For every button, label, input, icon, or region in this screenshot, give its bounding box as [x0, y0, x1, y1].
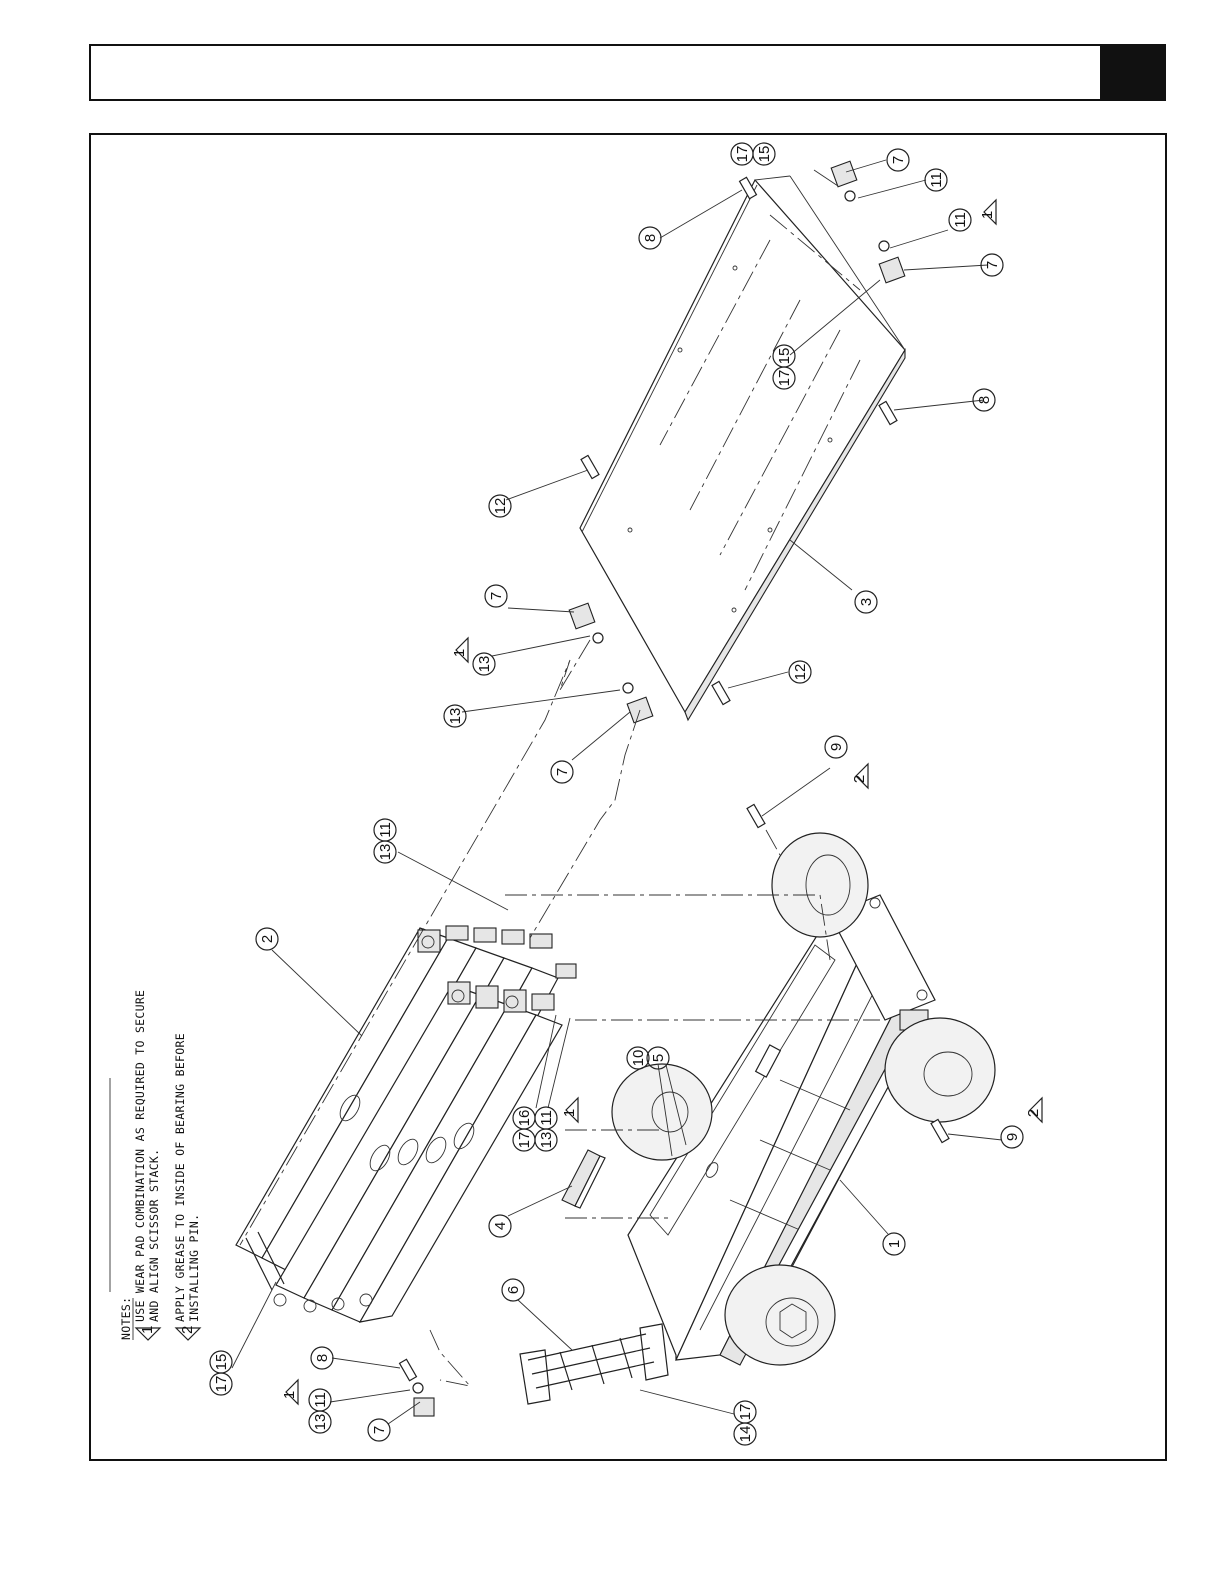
callout-balloon: 6 [502, 1279, 524, 1301]
svg-text:15: 15 [776, 348, 793, 365]
callout-balloon: 16 17 11 13 [513, 1107, 557, 1151]
svg-text:17: 17 [213, 1376, 230, 1393]
callout-balloon: 7 [981, 254, 1003, 276]
bracket [562, 1150, 605, 1208]
platform-deck [580, 176, 905, 720]
notes-block: NOTES: 1 USE WEAR PAD COMBINATION AS REQ… [110, 990, 201, 1340]
note-2-line-1: APPLY GREASE TO INSIDE OF BEARING BEFORE [173, 1033, 187, 1322]
svg-text:17: 17 [737, 1404, 754, 1421]
svg-text:13: 13 [538, 1132, 555, 1149]
svg-text:7: 7 [984, 261, 1001, 269]
callout-balloon: 15 17 [210, 1351, 232, 1395]
svg-text:2: 2 [851, 775, 868, 783]
callout-balloon: 7 [551, 761, 573, 783]
svg-text:14: 14 [737, 1426, 754, 1443]
callout-balloon: 17 15 [731, 143, 775, 165]
svg-text:15: 15 [213, 1354, 230, 1371]
svg-text:12: 12 [492, 498, 509, 515]
svg-text:13: 13 [476, 656, 493, 673]
svg-text:17: 17 [776, 370, 793, 387]
callout-balloon: 13 [444, 705, 466, 727]
svg-text:2: 2 [179, 1326, 196, 1334]
svg-text:11: 11 [377, 822, 394, 838]
note-1-line-2: AND ALIGN SCISSOR STACK. [147, 1149, 161, 1322]
callout-balloon: 7 [887, 149, 909, 171]
callout-balloon: 3 [855, 591, 877, 613]
callout-balloon: 11 [949, 209, 971, 231]
svg-text:7: 7 [371, 1426, 388, 1434]
note-2-line-2: INSTALLING PIN. [187, 1214, 201, 1322]
svg-text:8: 8 [314, 1354, 331, 1362]
callout-balloon: 4 [489, 1215, 511, 1237]
callout-balloon: 9 [1001, 1126, 1023, 1148]
callout-balloon: 17 14 [734, 1401, 756, 1445]
svg-text:2: 2 [259, 935, 276, 943]
svg-text:11: 11 [538, 1110, 555, 1126]
callout-balloon: 8 [639, 227, 661, 249]
svg-text:9: 9 [1004, 1133, 1021, 1141]
svg-text:12: 12 [792, 664, 809, 681]
callout-balloon: 7 [485, 585, 507, 607]
svg-text:11: 11 [928, 172, 945, 188]
svg-text:7: 7 [890, 156, 907, 164]
callout-balloon: 11 13 [309, 1389, 331, 1433]
callout-balloon: 13 [473, 653, 495, 675]
ladder [520, 1324, 668, 1404]
svg-text:17: 17 [734, 146, 751, 163]
callout-balloon: 9 [825, 736, 847, 758]
callout-balloon: 11 [925, 169, 947, 191]
svg-text:1: 1 [281, 1391, 298, 1399]
svg-text:10: 10 [630, 1050, 647, 1067]
svg-text:6: 6 [505, 1286, 522, 1294]
svg-text:5: 5 [650, 1054, 667, 1062]
svg-text:13: 13 [447, 708, 464, 725]
svg-text:15: 15 [756, 146, 773, 163]
svg-text:7: 7 [488, 592, 505, 600]
callout-balloon: 8 [973, 389, 995, 411]
svg-text:1: 1 [886, 1240, 903, 1248]
svg-text:1: 1 [979, 211, 996, 219]
svg-text:8: 8 [976, 396, 993, 404]
callout-balloon: 1 [883, 1233, 905, 1255]
callout-balloon: 11 13 [374, 819, 396, 863]
svg-text:1: 1 [451, 649, 468, 657]
callout-balloon: 2 [256, 928, 278, 950]
svg-text:11: 11 [952, 212, 969, 228]
svg-text:16: 16 [516, 1110, 533, 1127]
notes-heading: NOTES: [119, 1297, 133, 1340]
svg-text:11: 11 [312, 1392, 329, 1408]
svg-text:8: 8 [642, 234, 659, 242]
note-1-line-1: USE WEAR PAD COMBINATION AS REQUIRED TO … [133, 990, 147, 1322]
svg-text:17: 17 [516, 1132, 533, 1149]
callout-balloon: 8 [311, 1347, 333, 1369]
svg-text:13: 13 [312, 1414, 329, 1431]
callout-balloon: 12 [489, 495, 511, 517]
svg-text:1: 1 [139, 1326, 156, 1334]
callout-balloon: 7 [368, 1419, 390, 1441]
svg-text:2: 2 [1025, 1109, 1042, 1117]
svg-text:7: 7 [554, 768, 571, 776]
svg-text:1: 1 [561, 1109, 578, 1117]
svg-text:9: 9 [828, 743, 845, 751]
callout-balloon: 12 [789, 661, 811, 683]
svg-text:13: 13 [377, 844, 394, 861]
svg-text:3: 3 [858, 598, 875, 606]
svg-text:4: 4 [492, 1222, 509, 1230]
